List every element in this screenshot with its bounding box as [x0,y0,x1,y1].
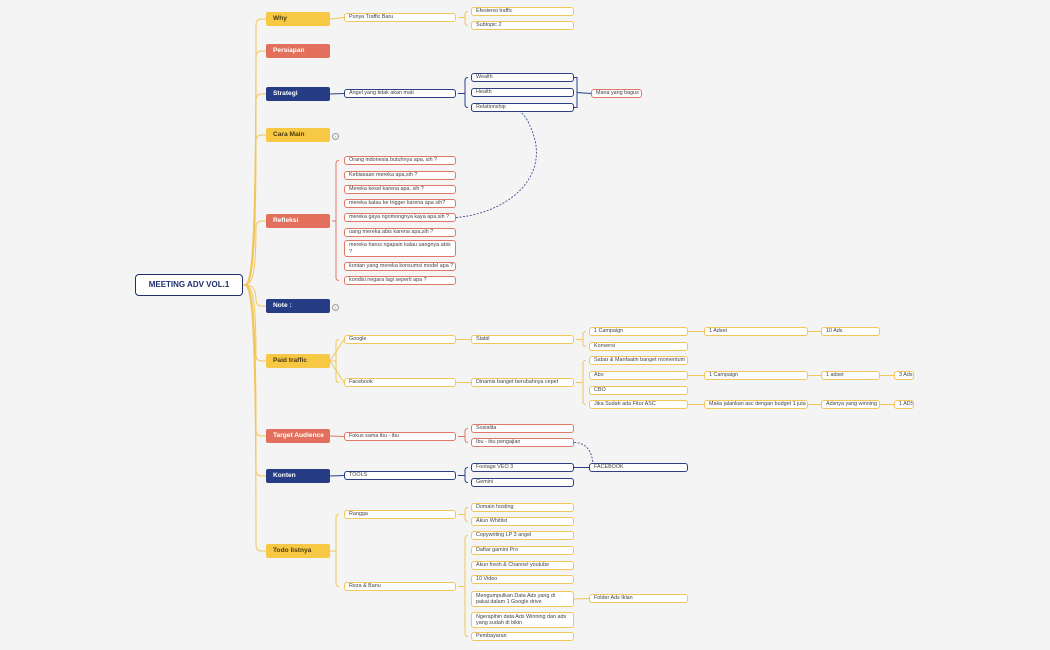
relation-line [573,442,594,464]
connector-line [464,467,469,483]
category-note[interactable]: Note : [266,299,330,313]
category-refleksi[interactable]: Refleksi [266,214,330,228]
root-topic[interactable]: MEETING ADV VOL.1 [135,274,243,296]
strategi-l2-2[interactable]: Relationship [471,103,574,112]
root-connector [242,50,266,286]
todo-reza-item[interactable]: Mengumpulkan Data Ads yang di pakai dala… [471,591,574,607]
strategi-l1[interactable]: Angel yang tidak akan mati [344,89,456,98]
paid-google-l5[interactable]: 10 Ads [821,327,880,336]
connector-line [329,339,345,362]
category-todo[interactable]: Todo listnya [266,544,330,558]
todo-folder[interactable]: Folder Ads Iklan [589,594,688,603]
refleksi-item[interactable]: kondisi negara lagi seperti apa ? [344,276,456,285]
target-l1[interactable]: Fokus sama ibu - ibu [344,432,456,441]
paid-asc-l4[interactable]: Maka jalankan asc dengan budget 1 juta [704,400,808,409]
why-l1[interactable]: Punya Traffic Baru [344,13,456,22]
connector-line [574,77,578,108]
connector-line [576,92,592,94]
connector-line [464,535,469,637]
category-paid[interactable]: Paid traffic [266,354,330,368]
strategi-l2-1[interactable]: Health [471,88,574,97]
connector-line [582,331,587,347]
connector-line [329,360,345,383]
paid-google[interactable]: Google [344,335,456,344]
konten-l3[interactable]: FACEBOOK [589,463,688,472]
category-why[interactable]: Why [266,12,330,26]
why-l2-b[interactable]: Subtopic 2 [471,21,574,30]
todo-reza-item[interactable]: Akun fresh & Channel youtube [471,561,574,570]
todo-reza-item[interactable]: 10 Video [471,575,574,584]
refleksi-item[interactable]: mereka gaya ngomongnya kaya apa,sih ? [344,213,456,222]
paid-google-l2[interactable]: Stabil [471,335,574,344]
connector-line [464,507,469,522]
paid-asc-l6[interactable]: 1 ADS [894,400,914,409]
connector-line [329,435,345,437]
root-connector [242,284,266,362]
paid-google-l3-b[interactable]: Konversi [589,342,688,351]
strategi-l3[interactable]: Mana yang bagus [591,89,642,98]
konten-l1[interactable]: TOOLS [344,471,456,480]
info-icon[interactable]: i [332,133,339,140]
paid-facebook-l3-3[interactable]: Jika Sudah ada Fitur ASC [589,400,688,409]
category-persiapan[interactable]: Persiapan [266,44,330,58]
root-connector [242,220,266,286]
root-connector [242,284,266,307]
paid-abo-l6[interactable]: 3 Ads [894,371,914,380]
connector-line [329,475,345,477]
category-cara[interactable]: Cara Main [266,128,330,142]
category-target[interactable]: Target Audience [266,429,330,443]
connector-line [582,360,587,405]
root-connector [242,284,266,552]
paid-asc-l5[interactable]: Adsnya yang winning [821,400,880,409]
refleksi-item[interactable]: Orang indonesia butuhnya apa, sih ? [344,156,456,165]
root-connector [242,134,266,286]
connector-line [335,160,340,281]
connector-line [335,514,340,587]
paid-abo-l5[interactable]: 1 adset [821,371,880,380]
paid-facebook-l3-0[interactable]: Sabar & Manfaatin banget momentum [589,356,688,365]
relation-line [455,111,537,218]
paid-abo-l4[interactable]: 1 Campaign [704,371,808,380]
paid-facebook-l2[interactable]: Dinamis banget berubahnya cepet [471,378,574,387]
connector-line [573,598,590,600]
refleksi-item[interactable]: kontan yang mereka konsumsi model apa ? [344,262,456,271]
paid-google-l4[interactable]: 1 Adset [704,327,808,336]
refleksi-item[interactable]: Mereka kesel karena apa, sih ? [344,185,456,194]
paid-google-l3-a[interactable]: 1 Campaign [589,327,688,336]
paid-facebook-l3-2[interactable]: CBO [589,386,688,395]
konten-l2-a[interactable]: Footage VEO 3 [471,463,574,472]
connector-line [464,77,469,108]
todo-rangga-item[interactable]: Akun Whitlist [471,517,574,526]
refleksi-item[interactable]: mereka kalau ke trigger karena apa sih? [344,199,456,208]
connector-line [464,428,469,443]
todo-reza[interactable]: Reza & Banu [344,582,456,591]
connector-line [329,93,345,95]
refleksi-item[interactable]: Kebiasaan mereka apa,sih ? [344,171,456,180]
connector-line [329,17,345,20]
info-icon[interactable]: i [332,304,339,311]
strategi-l2-0[interactable]: Wealth [471,73,574,82]
todo-reza-item[interactable]: Daftar gamini Pro [471,546,574,555]
todo-rangga[interactable]: Rangga [344,510,456,519]
konten-l2-b[interactable]: Gemini [471,478,574,487]
target-l2-b[interactable]: Ibu - ibu pengajian [471,438,574,447]
paid-facebook-l3-1[interactable]: Abo [589,371,688,380]
target-l2-a[interactable]: Sosialita [471,424,574,433]
connector-line [335,339,340,383]
refleksi-item[interactable]: mereka harus ngapain kalau uangnya abis … [344,240,456,257]
paid-facebook[interactable]: Facebook [344,378,456,387]
todo-reza-item[interactable]: Copywriting LP 3 angel [471,531,574,540]
category-konten[interactable]: Konten [266,469,330,483]
connector-line [464,11,469,26]
todo-reza-item[interactable]: Ngerapihin data Ads Winning dan ads yang… [471,612,574,628]
todo-rangga-item[interactable]: Domain hosting [471,503,574,512]
refleksi-item[interactable]: uang mereka abis karena apa,sih ? [344,228,456,237]
why-l2-a[interactable]: Efesiensi traffic [471,7,574,16]
todo-reza-item[interactable]: Pembayaran [471,632,574,641]
category-strategi[interactable]: Strategi [266,87,330,101]
